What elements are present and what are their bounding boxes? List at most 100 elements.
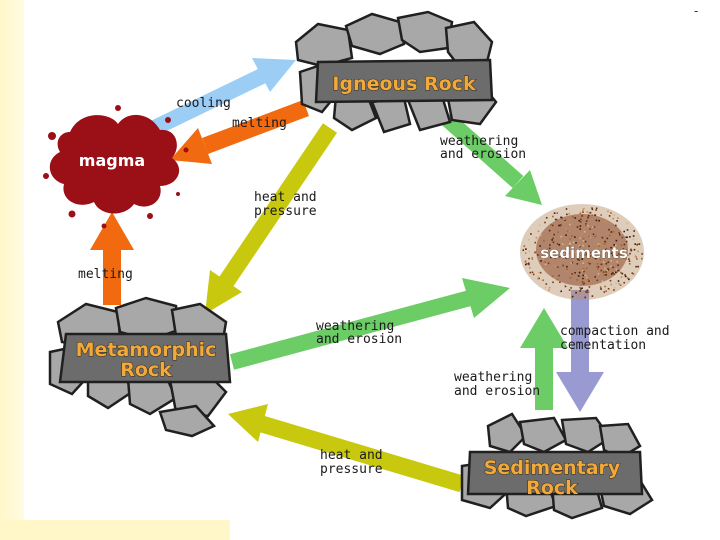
sediment-speck [552,215,554,218]
sediment-speck [620,232,623,235]
sediment-speck [632,273,635,275]
sediment-speck [584,251,586,253]
sediment-speck [613,287,616,289]
sediment-speck [539,234,542,236]
sediment-speck [603,220,606,223]
sediment-speck [599,266,601,268]
sediment-speck [596,263,599,265]
sediment-speck [620,253,623,255]
sediment-speck [571,264,574,267]
sediment-speck [607,268,609,270]
sediment-speck [550,266,552,269]
sediment-speck [588,255,590,258]
sediment-speck [582,277,584,280]
sediment-speck [558,255,561,258]
sediment-speck [558,244,561,246]
sediment-speck [616,260,619,263]
sediment-speck [576,279,578,281]
heat-bottom-arrow [228,404,465,493]
sediment-speck [537,230,540,233]
sediment-speck [570,262,573,264]
sediment-speck [598,219,600,222]
sediment-speck [582,274,584,277]
sediment-speck [555,250,557,252]
sediment-speck [560,224,562,226]
sediment-speck [612,249,615,252]
sediment-speck [542,257,545,260]
sediment-speck [549,244,551,246]
heat-top-label-line1: heat and [254,190,317,205]
sediment-speck [537,275,539,278]
sediment-speck [581,214,584,217]
sediment-speck [560,216,562,219]
sediment-speck [588,280,590,282]
sediment-speck [534,241,537,244]
sediment-speck [632,235,635,237]
sediment-speck [576,252,578,255]
sediment-speck [524,252,527,254]
metamorphic-label-line1: Metamorphic [76,339,217,361]
igneous-rock-label: Igneous Rock [332,73,476,95]
sediment-speck [604,285,606,288]
sediment-speck [577,258,579,261]
metamorphic-label-line2: Rock [120,359,172,381]
sediment-speck [583,270,585,273]
magma-label: magma [79,151,145,170]
sediment-speck [595,219,598,222]
sediment-speck [612,272,614,274]
melting-left-arrow [90,212,134,305]
sediment-speck [615,282,617,285]
cooling-label: cooling [176,96,231,111]
melting-left-label: melting [78,267,133,282]
cooling-arrow [136,58,296,143]
sediment-speck [596,279,599,282]
sediment-speck [532,273,535,276]
sediment-speck [582,281,585,284]
sediment-speck [582,269,584,272]
heat-bottom-label-line1: heat and [320,448,383,463]
sediment-speck [603,274,605,276]
sediment-speck [584,240,587,243]
sediment-speck [561,243,564,245]
sediment-speck [586,291,588,294]
sediment-speck [554,257,556,260]
sediment-speck [538,277,540,280]
sediment-speck [562,235,564,238]
sediment-speck [536,239,538,241]
sediment-speck [607,248,609,251]
sediment-speck [576,263,579,265]
sediment-speck [569,223,571,226]
sediment-speck [543,250,546,252]
sediment-speck [565,270,568,272]
sediment-speck [584,274,587,277]
weathering-top-label-line2: and erosion [440,147,526,162]
sediment-speck [548,247,551,250]
sediment-speck [610,246,612,249]
melting-top-arrow [170,100,309,164]
sediment-speck [619,284,622,286]
sediment-speck [535,236,538,239]
sediment-speck [589,255,592,257]
sediment-speck [615,255,618,258]
sediment-speck [583,231,586,233]
bottom-background-strip [0,520,230,540]
sediments-label: sediments [540,244,628,262]
sediment-speck [528,250,530,253]
sediment-speck [582,283,585,285]
sediment-speck [545,283,548,285]
sediment-speck [582,244,584,247]
sediment-speck [566,265,568,268]
sediment-speck [569,238,571,240]
sediment-speck [559,281,561,284]
compaction-label-line1: compaction and [560,324,670,339]
weathering-top-label-line1: weathering [440,134,518,149]
sediment-speck [566,253,569,255]
sediment-speck [625,236,627,238]
sediment-speck [575,291,577,294]
sediment-speck [600,263,603,266]
sediment-speck [579,290,581,292]
sediment-speck [581,232,583,235]
sediment-speck [617,269,619,272]
sediment-speck [543,252,545,255]
sediment-speck [528,239,530,241]
